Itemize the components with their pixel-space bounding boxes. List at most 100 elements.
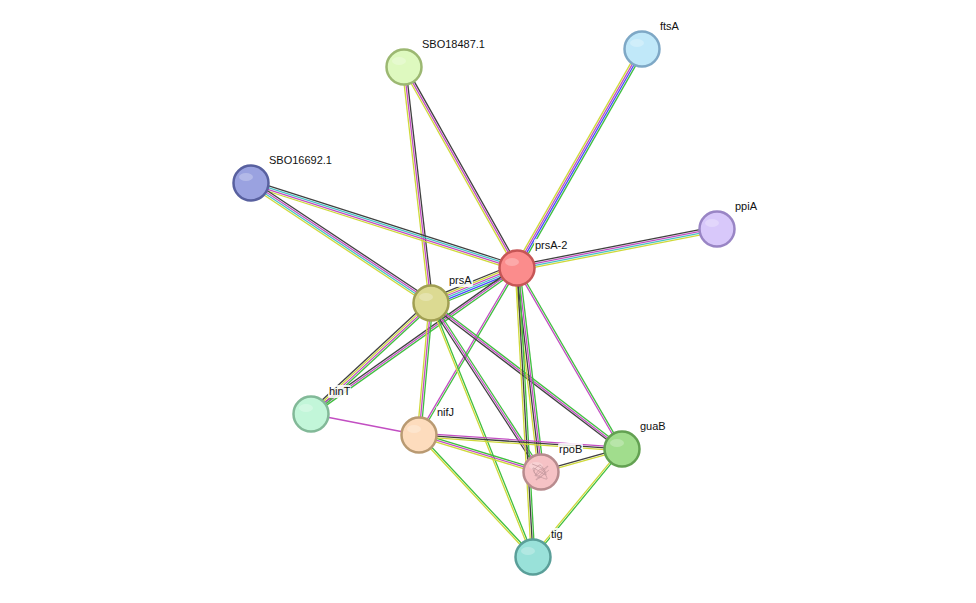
node-circle: [400, 416, 438, 454]
evidence-line: [419, 320, 428, 418]
evidence-line: [412, 82, 508, 253]
evidence-line: [421, 320, 430, 418]
evidence-line: [437, 319, 526, 541]
interaction-edge: [322, 313, 421, 405]
evidence-line: [518, 285, 532, 540]
node-highlight: [299, 404, 313, 412]
evidence-line: [266, 191, 500, 266]
node-disc: [625, 32, 660, 67]
node-highlight: [610, 439, 624, 447]
protein-node: SBO18487.1: [385, 48, 423, 86]
evidence-line: [520, 285, 534, 540]
structure-thumbnail: [532, 464, 549, 480]
node-disc: [516, 540, 551, 575]
evidence-line: [268, 186, 502, 261]
node-circle: [698, 210, 736, 248]
protein-node: prsA-2: [498, 249, 536, 287]
interaction-edge: [264, 190, 419, 296]
node-disc: [700, 212, 735, 247]
node-highlight: [705, 219, 719, 227]
protein-node: ftsA: [623, 30, 661, 68]
evidence-line: [533, 230, 700, 262]
protein-node: guaB: [603, 430, 641, 468]
evidence-line: [408, 84, 431, 286]
node-disc: [234, 166, 269, 201]
evidence-line: [558, 455, 606, 469]
protein-node: nifJ: [400, 416, 438, 454]
protein-label: ftsA: [659, 20, 680, 33]
interaction-edge: [404, 84, 431, 287]
interaction-edge: [411, 81, 510, 254]
protein-node: hinT: [292, 395, 330, 433]
evidence-line: [438, 318, 527, 540]
node-highlight: [239, 173, 253, 181]
interaction-edge: [430, 447, 522, 545]
protein-node: tig: [514, 538, 552, 576]
evidence-line: [266, 192, 418, 293]
evidence-line: [323, 314, 418, 402]
node-circle: [385, 48, 423, 86]
node-disc: [387, 50, 422, 85]
evidence-line: [325, 278, 503, 404]
evidence-line: [267, 190, 419, 291]
node-disc: [500, 251, 535, 286]
evidence-line: [534, 231, 701, 263]
evidence-line: [265, 193, 417, 294]
evidence-line: [430, 448, 521, 545]
node-highlight: [521, 547, 535, 555]
node-highlight: [419, 293, 433, 301]
node-circle: [623, 30, 661, 68]
protein-label: prsA: [448, 274, 473, 287]
evidence-line: [326, 279, 504, 405]
evidence-line: [267, 189, 501, 264]
evidence-line: [534, 235, 701, 267]
protein-label: tig: [550, 528, 564, 541]
node-highlight: [407, 425, 421, 433]
evidence-line: [411, 83, 507, 254]
evidence-line: [516, 285, 530, 540]
node-highlight: [630, 39, 644, 47]
node-disc: [402, 418, 437, 453]
protein-node: ppiA: [698, 210, 736, 248]
node-circle: [232, 164, 270, 202]
evidence-line: [324, 315, 419, 403]
protein-label: prsA-2: [534, 239, 568, 252]
node-highlight: [505, 258, 519, 266]
node-circle: [498, 249, 536, 287]
evidence-line: [534, 233, 701, 265]
protein-label: guaB: [639, 420, 667, 433]
evidence-line: [525, 283, 613, 435]
node-disc: [524, 455, 559, 490]
evidence-line: [431, 447, 522, 544]
protein-label: ppiA: [734, 200, 758, 213]
node-circle: [522, 453, 560, 491]
protein-label: hinT: [328, 385, 351, 398]
evidence-line: [267, 187, 501, 262]
interaction-edge: [516, 285, 534, 540]
node-highlight: [392, 57, 406, 65]
evidence-line: [325, 317, 420, 405]
protein-node: rpoB: [522, 453, 560, 491]
protein-node: SBO16692.1: [232, 164, 270, 202]
node-disc: [605, 432, 640, 467]
node-circle: [603, 430, 641, 468]
evidence-line: [414, 81, 510, 252]
evidence-line: [435, 440, 524, 467]
evidence-line: [523, 62, 631, 251]
evidence-line: [328, 417, 403, 432]
node-disc: [414, 286, 449, 321]
interaction-edge: [266, 186, 501, 266]
node-circle: [412, 284, 450, 322]
interaction-edge: [328, 417, 403, 432]
protein-label: SBO16692.1: [268, 154, 333, 167]
evidence-line: [528, 65, 636, 254]
evidence-line: [525, 63, 633, 252]
interaction-edge: [533, 230, 701, 268]
protein-label: rpoB: [558, 443, 583, 456]
interaction-edge: [437, 318, 528, 541]
interaction-edge: [523, 62, 636, 254]
node-circle: [514, 538, 552, 576]
evidence-line: [404, 84, 427, 286]
